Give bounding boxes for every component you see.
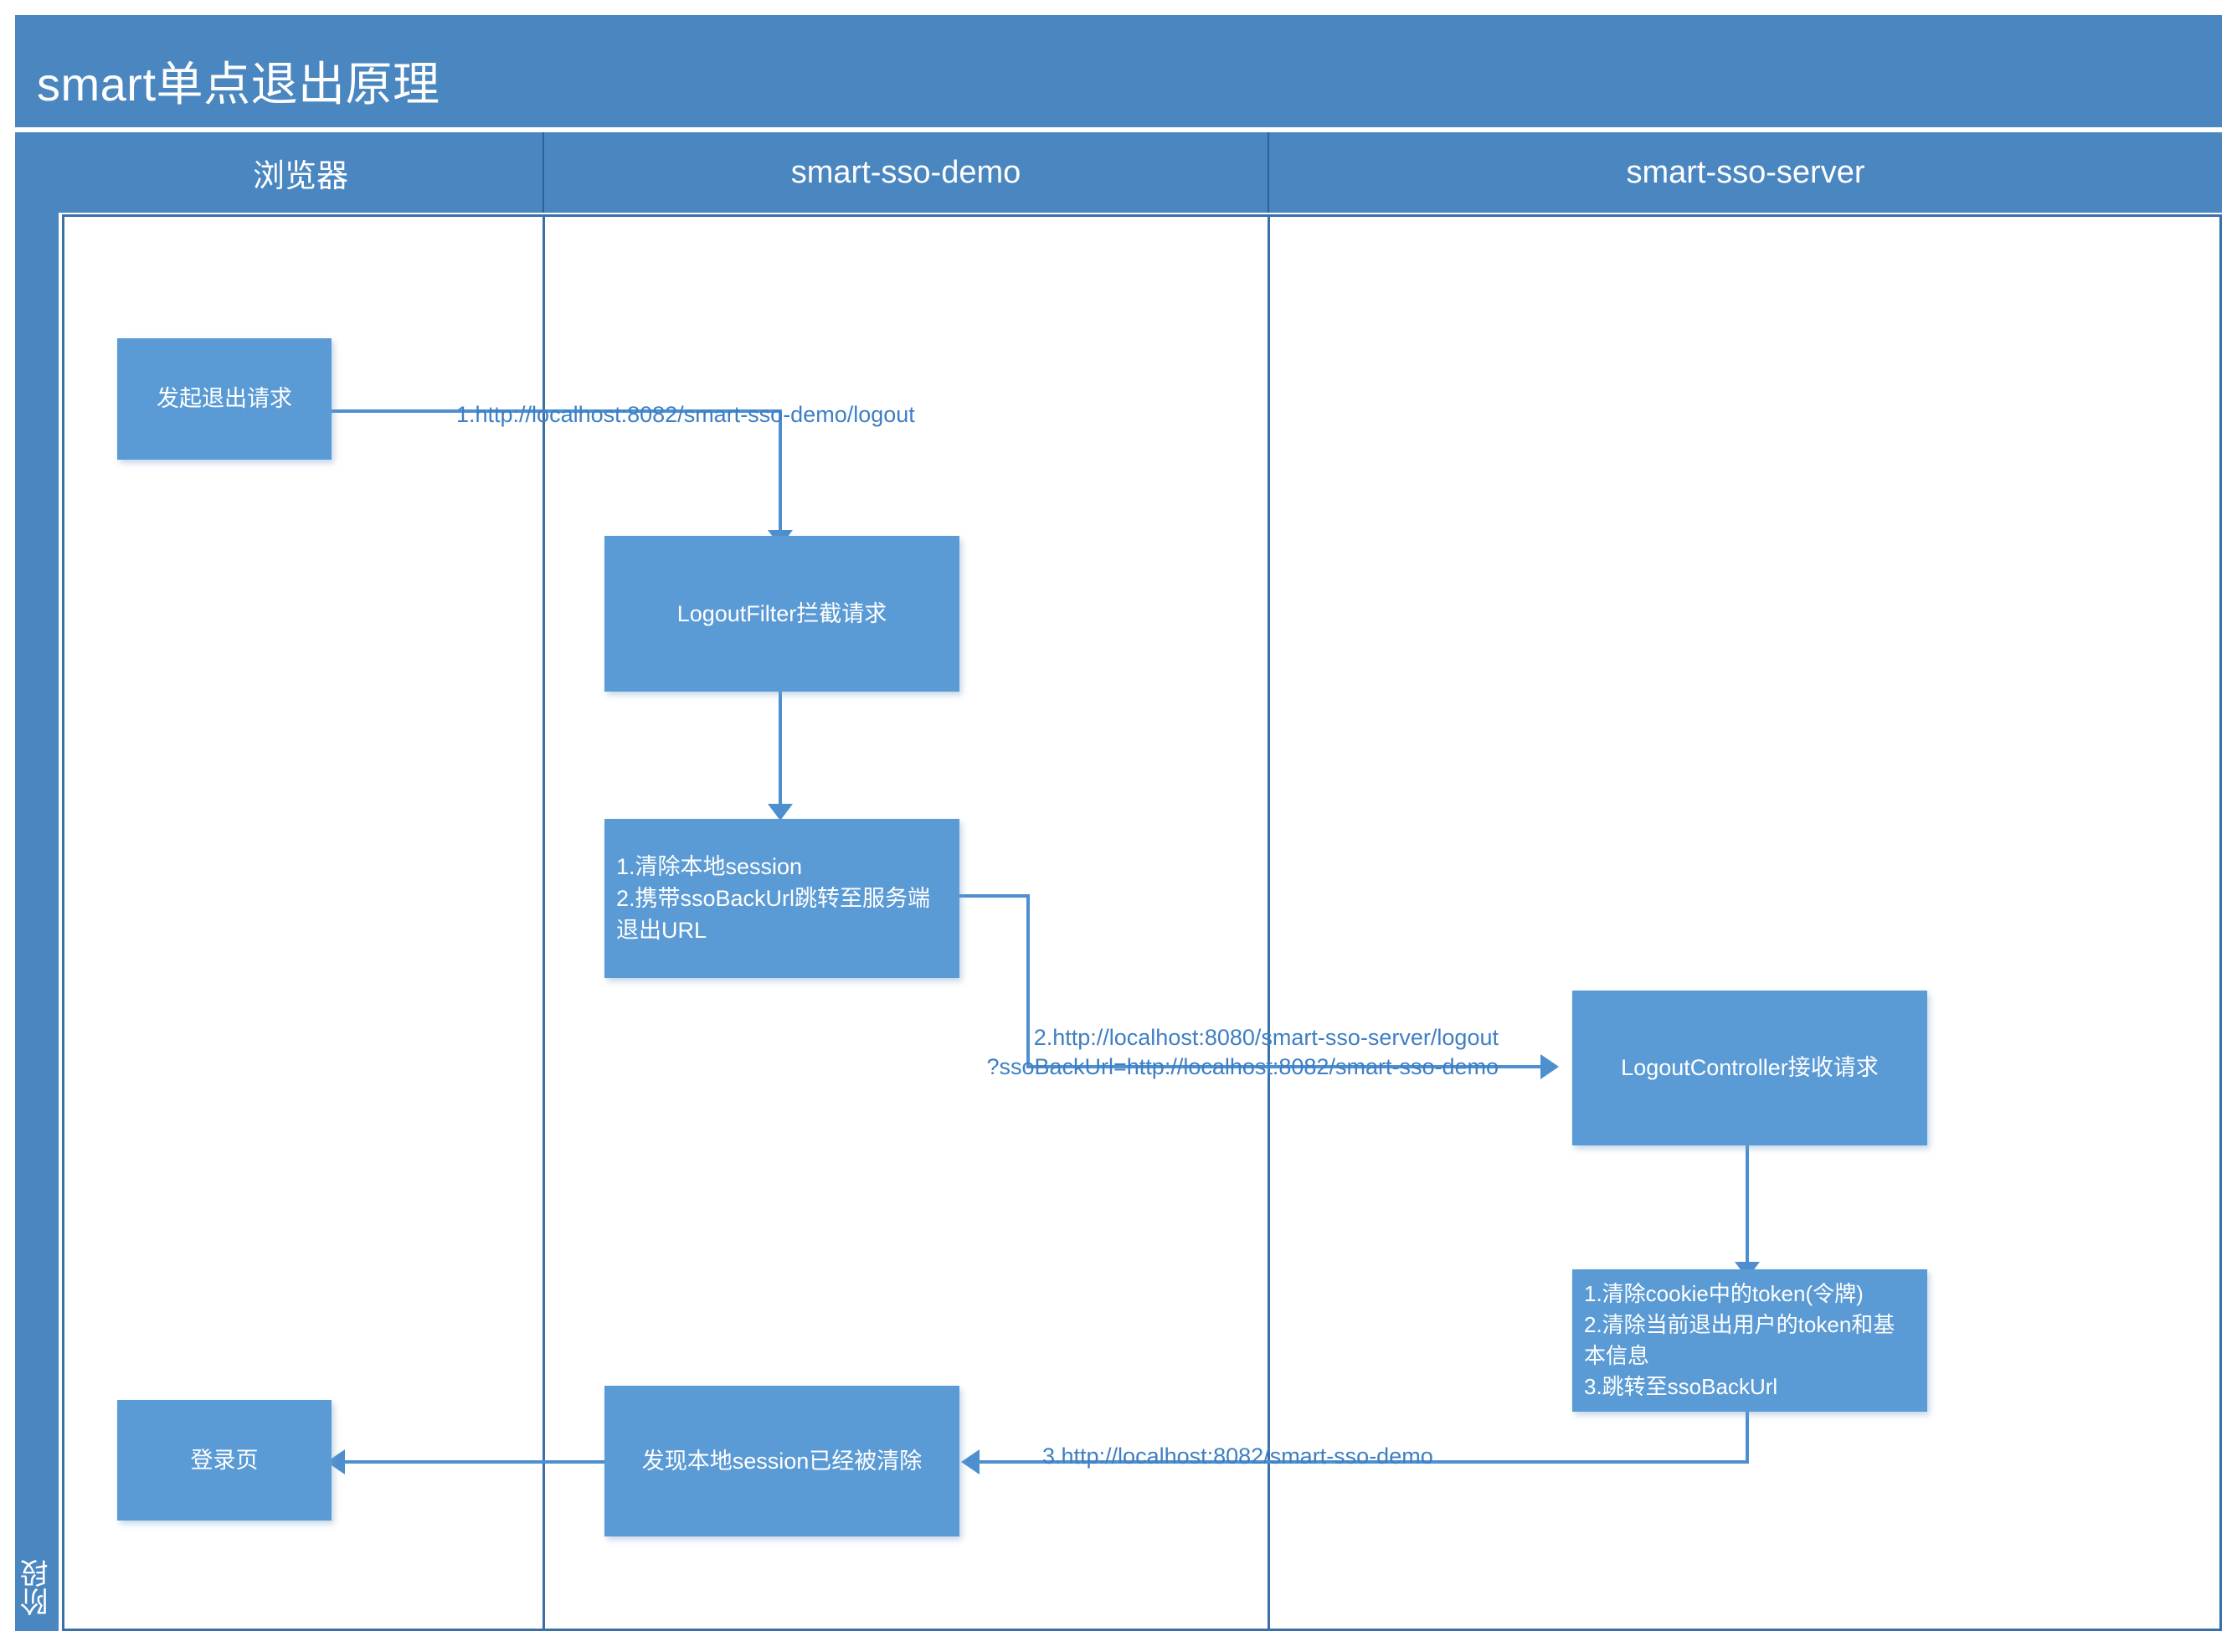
lane-divider-2 xyxy=(1268,216,1270,1631)
lane-header-server: smart-sso-server xyxy=(1269,132,2222,213)
node-logout-filter[interactable]: LogoutFilter拦截请求 xyxy=(604,536,959,692)
node-login-page-label: 登录页 xyxy=(190,1447,259,1473)
diagram-title-band: smart单点退出原理 xyxy=(15,15,2222,127)
node-server-clear-steps[interactable]: 1.清除cookie中的token(令牌) 2.清除当前退出用户的token和基… xyxy=(1572,1269,1927,1412)
node-login-page[interactable]: 登录页 xyxy=(117,1400,332,1521)
node-clear-local-session-label: 1.清除本地session 2.携带ssoBackUrl跳转至服务端退出URL xyxy=(616,853,931,944)
edge-1-label: 1.http://localhost:8082/smart-sso-demo/l… xyxy=(456,402,915,427)
edge-5-label: 3.http://localhost:8082/smart-sso-demo xyxy=(1042,1444,1433,1469)
edge-1-line-v xyxy=(779,409,782,535)
node-logout-request-label: 发起退出请求 xyxy=(157,386,292,412)
lane-top-edge xyxy=(62,214,2222,217)
edge-6-line-h xyxy=(345,1460,604,1464)
edge-3-line-h1 xyxy=(959,894,1030,898)
phase-band: 阶段 xyxy=(15,132,59,1631)
edge-1-line-h xyxy=(332,409,782,413)
edge-5-line-v xyxy=(1746,1412,1749,1464)
edge-5-line-h xyxy=(980,1460,1749,1464)
lane-divider-1 xyxy=(543,216,545,1631)
lane-body xyxy=(62,216,2222,1631)
edge-4-line-v xyxy=(1746,1145,1749,1267)
node-logout-controller[interactable]: LogoutController接收请求 xyxy=(1572,991,1927,1145)
edge-5-arrowhead xyxy=(961,1449,980,1474)
edge-2-line-v xyxy=(779,692,782,809)
node-logout-filter-label: LogoutFilter拦截请求 xyxy=(676,600,887,626)
edge-3-label: 2.http://localhost:8080/smart-sso-server… xyxy=(986,1025,1499,1079)
lane-header-browser-label: 浏览器 xyxy=(252,158,348,194)
edge-3-arrowhead xyxy=(1540,1054,1559,1079)
edge-3-line-h2 xyxy=(1026,1065,1545,1068)
lane-header-demo-label: smart-sso-demo xyxy=(790,154,1021,190)
edge-2-arrowhead xyxy=(768,804,793,821)
phase-band-label: 阶段 xyxy=(21,1559,53,1616)
node-logout-request[interactable]: 发起退出请求 xyxy=(117,338,332,460)
node-session-cleared-label: 发现本地session已经被清除 xyxy=(641,1448,923,1474)
edge-3-line-v xyxy=(1026,894,1030,1068)
lane-header-demo: smart-sso-demo xyxy=(544,132,1269,213)
lane-header-browser: 浏览器 xyxy=(59,132,544,213)
lane-header-server-label: smart-sso-server xyxy=(1626,154,1865,190)
node-server-clear-steps-label: 1.清除cookie中的token(令牌) 2.清除当前退出用户的token和基… xyxy=(1584,1281,1895,1399)
page-title: smart单点退出原理 xyxy=(37,58,440,111)
node-clear-local-session[interactable]: 1.清除本地session 2.携带ssoBackUrl跳转至服务端退出URL xyxy=(604,819,959,978)
node-logout-controller-label: LogoutController接收请求 xyxy=(1621,1055,1879,1081)
node-session-cleared[interactable]: 发现本地session已经被清除 xyxy=(604,1386,959,1536)
